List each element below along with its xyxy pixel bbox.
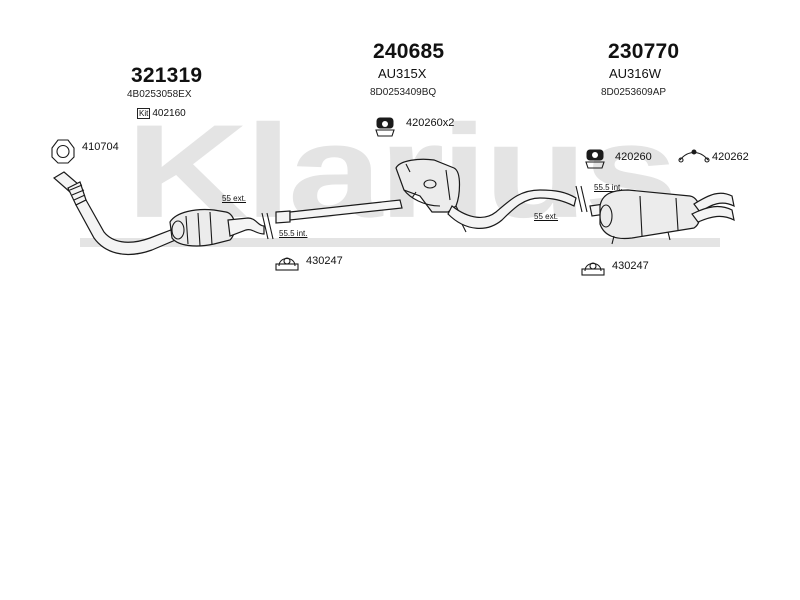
strap-icon-rear [678,149,710,163]
rear-silencer [589,189,735,245]
brand-watermark-underline [80,238,720,247]
kit-number: 402160 [152,108,186,119]
oem-number-rear: 8D0253609AP [601,87,667,98]
fitting-label-hanger-rear: 420260 [615,151,652,163]
code-middle: AU315X [378,66,427,81]
fitting-label-clamp-front: 430247 [306,255,343,267]
hanger-icon-rear [585,149,605,169]
front-pipe-catalyst [52,171,274,256]
part-number-middle: 240685 [373,40,445,63]
fitting-label-strap-rear: 420262 [712,151,749,163]
oem-number-middle: 8D0253409BQ [370,87,437,98]
gasket-icon [51,139,75,164]
dimension-rear-ext: 55 ext. [534,212,559,221]
code-rear: AU316W [609,66,662,81]
clamp-icon-front [275,257,299,271]
dimension-rear-int: 55.5 int. [594,183,623,192]
part-number-rear: 230770 [608,40,680,63]
fitting-label-clamp-rear: 430247 [612,260,649,272]
fitting-label-gasket: 410704 [82,141,119,153]
middle-pipe [275,158,588,233]
hanger-icon-mid [375,117,395,137]
kit-row: Kit 402160 [137,108,186,119]
dimension-front-int: 55.5 int. [279,229,308,238]
kit-label: Kit [137,108,151,119]
dimension-front-ext: 55 ext. [222,194,247,203]
part-number-front: 321319 [131,64,203,87]
clamp-icon-rear [581,262,605,276]
fitting-label-hanger-mid: 420260x2 [406,117,455,129]
oem-number-front: 4B0253058EX [127,89,192,100]
